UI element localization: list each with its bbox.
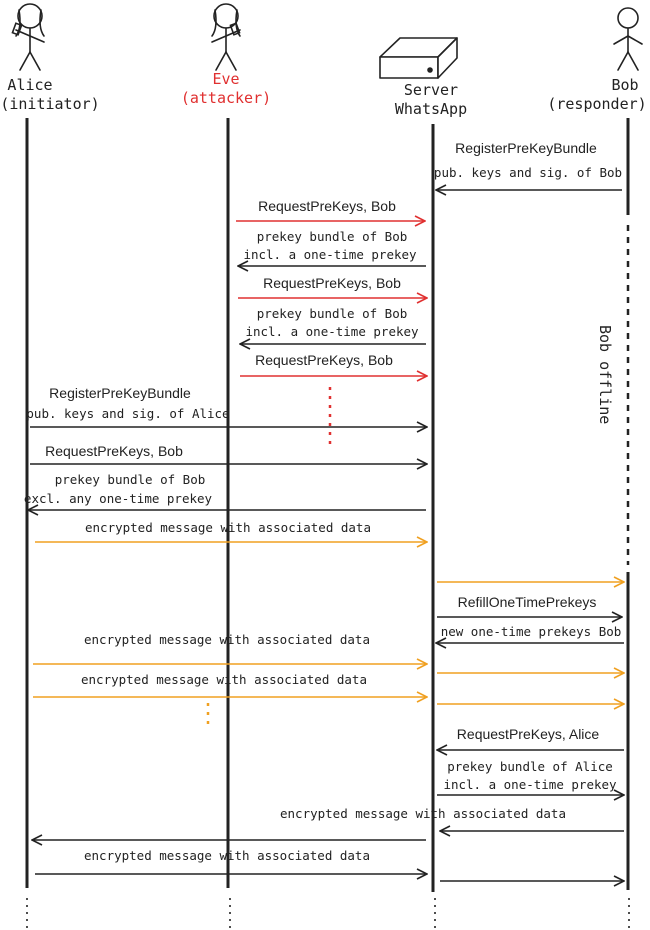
m17-label: encrypted message with associated data [280, 806, 566, 821]
m9-label: prekey bundle of Bob [55, 472, 206, 487]
m15-label: RequestPreKeys, Alice [457, 726, 600, 742]
bob-role: (responder) [547, 95, 646, 113]
m1-label: RegisterPreKeyBundle [455, 140, 597, 156]
m2-label: RequestPreKeys, Bob [258, 198, 396, 214]
m11-label: RefillOneTimePrekeys [458, 594, 597, 610]
m13-label: encrypted message with associated data [84, 632, 370, 647]
m5-label: prekey bundle of Bob [257, 306, 408, 321]
eve-role: (attacker) [181, 89, 271, 107]
m1-sublabel: pub. keys and sig. of Bob [434, 165, 622, 180]
m6-label: RequestPreKeys, Bob [255, 352, 393, 368]
m3-sublabel: incl. a one-time prekey [243, 247, 417, 262]
alice-role: (initiator) [0, 95, 99, 113]
alice-figure-icon [11, 3, 45, 71]
m9-sublabel: excl. any one-time prekey [24, 491, 213, 506]
m8-label: RequestPreKeys, Bob [45, 443, 183, 459]
m7-label: RegisterPreKeyBundle [49, 385, 191, 401]
m7-sublabel: pub. keys and sig. of Alice [26, 406, 229, 421]
alice-name: Alice [7, 76, 52, 94]
m16-label: prekey bundle of Alice [447, 759, 613, 774]
m3-label: prekey bundle of Bob [257, 229, 408, 244]
m14-label: encrypted message with associated data [81, 672, 367, 687]
bob-figure-icon [613, 7, 643, 71]
eve-name: Eve [212, 70, 239, 88]
m5-sublabel: incl. a one-time prekey [245, 324, 419, 339]
server-box-icon [379, 37, 458, 79]
server-role: WhatsApp [395, 100, 467, 118]
m10-label: encrypted message with associated data [85, 520, 371, 535]
m4-label: RequestPreKeys, Bob [263, 275, 401, 291]
eve-figure-icon [211, 3, 241, 71]
bob-offline-label: Bob offline [596, 325, 614, 424]
m18-label: encrypted message with associated data [84, 848, 370, 863]
m12-label: new one-time prekeys Bob [441, 624, 622, 639]
m16-sublabel: incl. a one-time prekey [443, 777, 617, 792]
bob-name: Bob [611, 76, 638, 94]
server-name: Server [404, 81, 458, 99]
